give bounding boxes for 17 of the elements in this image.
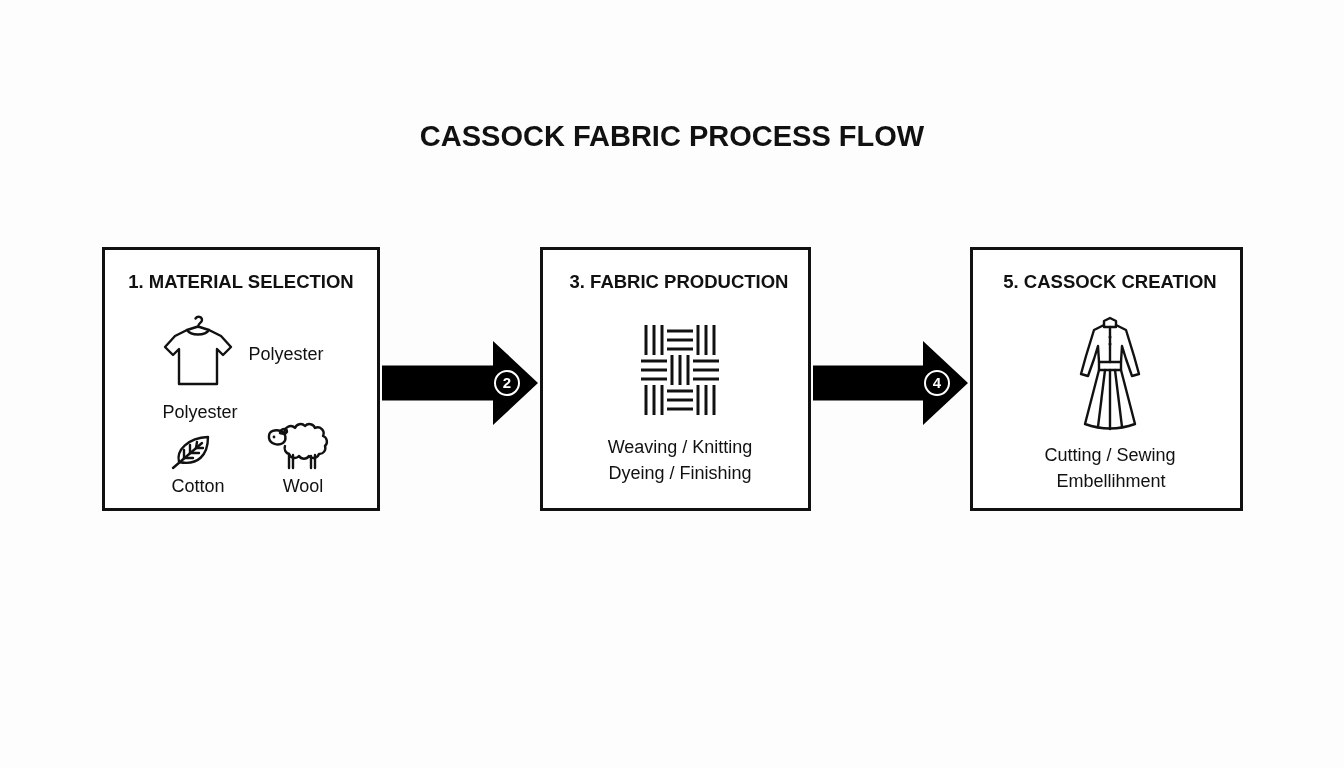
step-heading: 1. MATERIAL SELECTION [128,271,354,293]
step-label: Polyester [162,401,238,423]
step-label: Cutting / Sewing [1044,444,1176,466]
diagram-title: CASSOCK FABRIC PROCESS FLOW [418,119,926,154]
process-box [102,247,380,511]
step-label: Weaving / Knitting [607,436,753,458]
process-box [970,247,1243,511]
step-heading: 3. FABRIC PRODUCTION [569,271,789,293]
process-box [540,247,811,511]
step-label: Embellihment [1056,470,1166,492]
arrow [813,341,968,425]
step-label: Dyeing / Finishing [608,462,752,484]
step-label: Wool [282,475,324,497]
step-heading: 5. CASSOCK CREATION [1003,271,1217,293]
arrow [382,341,538,425]
step-label: Cotton [171,475,225,497]
step-label: Polyester [248,343,324,365]
